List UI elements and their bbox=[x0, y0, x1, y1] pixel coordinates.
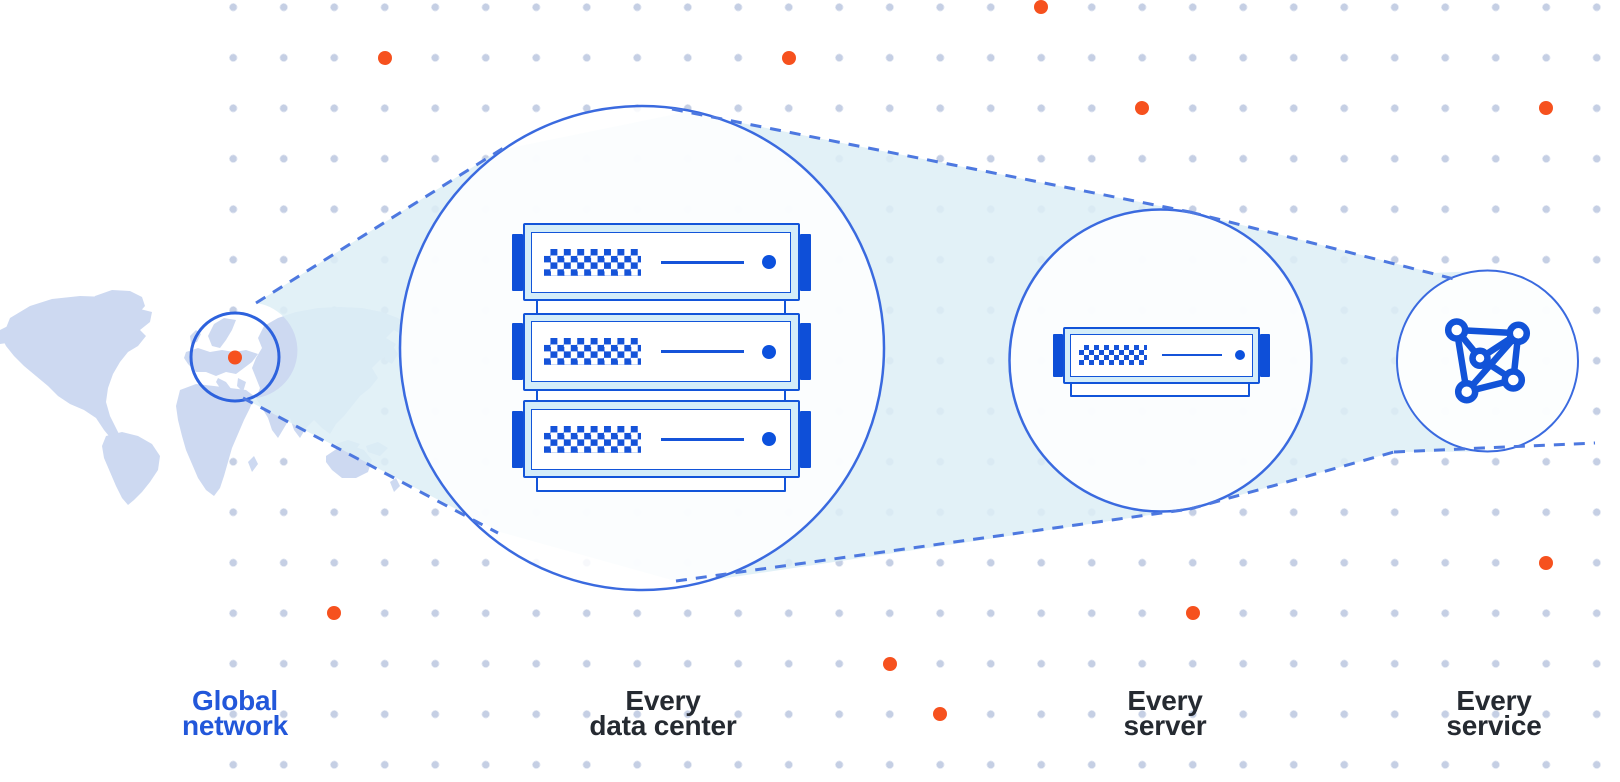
accent-orange-dot bbox=[933, 707, 947, 721]
label-line: data center bbox=[589, 710, 737, 741]
label-line: Every bbox=[1456, 685, 1532, 716]
accent-orange-dot bbox=[327, 606, 341, 620]
server-tab-right bbox=[799, 410, 811, 468]
single-server-unit bbox=[1052, 326, 1270, 384]
label-every-server: Every server bbox=[1123, 685, 1207, 741]
server-vent-grid bbox=[544, 338, 642, 366]
server-front-panel bbox=[531, 321, 792, 383]
server-front-panel bbox=[531, 408, 792, 470]
server-led-indicator bbox=[762, 255, 777, 270]
rack-server-unit-3 bbox=[511, 400, 811, 479]
server-chassis bbox=[522, 223, 800, 302]
server-front-panel bbox=[1069, 333, 1253, 377]
zoom-dashed-lines bbox=[242, 107, 1596, 583]
server-chassis bbox=[522, 400, 800, 479]
server-led-indicator bbox=[1234, 350, 1245, 361]
accent-orange-dot bbox=[1034, 0, 1048, 14]
server-tab-left bbox=[511, 410, 523, 468]
label-line: Global bbox=[192, 685, 278, 716]
server-tab-right bbox=[1259, 333, 1270, 377]
accent-orange-dot bbox=[1185, 606, 1200, 620]
server-slot-line bbox=[661, 260, 745, 264]
server-slot-line bbox=[661, 350, 745, 354]
network-mesh-icon bbox=[1444, 318, 1531, 404]
server-slot-line bbox=[661, 437, 745, 441]
map-highlight-circle bbox=[189, 311, 281, 403]
label-line: network bbox=[182, 710, 288, 741]
label-line: server bbox=[1123, 710, 1207, 741]
server-tab-right bbox=[799, 323, 811, 381]
accent-orange-dot bbox=[1539, 101, 1553, 115]
server-vent-grid bbox=[544, 425, 642, 453]
server-tab-left bbox=[511, 323, 523, 381]
accent-orange-dot bbox=[377, 50, 392, 65]
accent-orange-dot bbox=[781, 50, 796, 65]
server-tab-right bbox=[799, 233, 811, 291]
rack-server-unit-2 bbox=[511, 312, 811, 391]
label-every-data-center: Every data center bbox=[589, 685, 737, 741]
rack-server-unit-1 bbox=[511, 223, 811, 302]
server-led-indicator bbox=[762, 344, 777, 359]
label-every-service: Every service bbox=[1446, 685, 1542, 741]
server-tab-left bbox=[511, 233, 523, 291]
server-slot-line bbox=[1161, 353, 1222, 357]
accent-orange-dot bbox=[882, 656, 897, 671]
server-chassis bbox=[522, 312, 800, 391]
label-global-network: Global network bbox=[182, 685, 288, 741]
label-line: Every bbox=[625, 685, 701, 716]
map-location-marker-icon bbox=[228, 350, 242, 365]
accent-orange-dot bbox=[1539, 555, 1553, 570]
accent-orange-dot bbox=[1135, 101, 1149, 115]
server-vent-grid bbox=[1078, 345, 1147, 366]
server-tab-left bbox=[1052, 333, 1063, 377]
server-led-indicator bbox=[762, 432, 777, 447]
server-front-panel bbox=[531, 231, 792, 293]
label-line: service bbox=[1446, 710, 1542, 741]
label-line: Every bbox=[1127, 685, 1203, 716]
server-chassis bbox=[1062, 326, 1260, 384]
server-vent-grid bbox=[544, 248, 642, 276]
